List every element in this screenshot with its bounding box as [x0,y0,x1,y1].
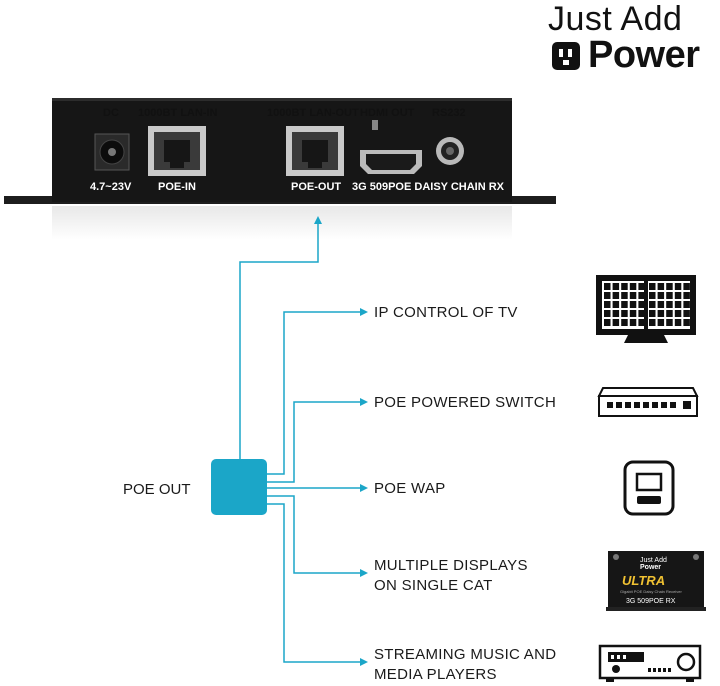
tv-grid-cell [649,310,656,317]
receiver-brand-line1: Just Add [640,557,667,564]
av-receiver-icon [598,644,702,682]
label-lan-out: 1000BT LAN-OUT [267,107,359,119]
tv-grid-cell [612,283,620,290]
tv-grid-cell [612,310,620,317]
label-dc: DC [103,107,119,119]
tv-grid-cell [604,283,611,290]
brand-line1: Just Add [548,0,683,38]
tv-grid-cell [649,292,656,299]
branch-arrowhead [360,308,368,316]
tv-grid-cell [666,283,673,290]
label-hdmi-out: HDMI OUT [360,107,415,119]
tv-grid-cell [666,319,673,326]
branch-line [267,503,360,663]
tv-icon [596,275,696,343]
tv-grid-cell [674,283,682,290]
tv-grid-cell [638,310,645,317]
receiver-brand-line2: Power [640,564,661,571]
power-plug-icon [552,42,580,70]
branch-arrowhead [360,398,368,406]
tv-grid-cell [604,310,611,317]
branch-arrowhead [360,484,368,492]
tv-grid-cell [604,319,611,326]
tv-grid-cell [657,310,665,317]
poe-out-hub [211,459,267,515]
tv-grid-cell [621,319,628,326]
branch-label: STREAMING MUSIC AND [374,646,556,663]
receiver-front-panel: DC 1000BT LAN-IN 1000BT LAN-OUT HDMI OUT… [4,98,556,240]
receiver-product: ULTRA [622,573,665,588]
hub-label: POE OUT [123,481,191,498]
tv-grid-cell [629,319,637,326]
branch-line [267,495,360,574]
tv-grid-cell [666,301,673,308]
tv-grid-cell [629,283,637,290]
branch-label: POE POWERED SWITCH [374,394,556,411]
branch-label: MEDIA PLAYERS [374,666,497,683]
tv-grid-cell [649,283,656,290]
tv-grid-cell [666,292,673,299]
brand-line2: Power [588,34,700,76]
tv-grid-cell [638,283,645,290]
label-rs232: RS232 [432,107,466,119]
tv-grid-cell [604,301,611,308]
tv-grid-cell [612,319,620,326]
branch-labels: IP CONTROL OF TV POE POWERED SWITCH POE WA… [374,304,556,683]
tv-grid-cell [649,301,656,308]
tv-grid-cell [674,310,682,317]
label-poe-in: POE-IN [158,181,196,193]
tv-grid-cell [612,292,620,299]
branch-line [267,311,360,475]
network-switch-icon [597,387,699,417]
tv-grid-cell [638,319,645,326]
tv-grid-cell [683,292,690,299]
tv-grid-cell [621,310,628,317]
receiver-subtitle: Gigabit POE Daisy Chain Receiver [620,589,682,594]
branch-arrowhead [360,569,368,577]
connection-lines [239,216,322,462]
tv-grid-cell [674,292,682,299]
tv-grid-cell [657,292,665,299]
tv-grid-cell [604,292,611,299]
branch-arrowhead [360,658,368,666]
branch-label: ON SINGLE CAT [374,577,493,594]
tv-grid-cell [629,292,637,299]
branch-line [267,401,360,483]
tv-grid-cell [629,301,637,308]
tv-grid-cell [621,292,628,299]
tv-grid-cell [683,319,690,326]
receiver-device-icon: Just Add Power ULTRA Gigabit POE Daisy C… [606,551,706,611]
tv-grid-cell [657,319,665,326]
tv-grid-cell [683,283,690,290]
led-indicator [372,120,378,130]
branch-label: POE WAP [374,480,446,497]
tv-grid-cell [666,310,673,317]
label-model: 3G 509POE DAISY CHAIN RX [352,181,505,193]
tv-grid-cell [649,319,656,326]
tv-grid-cell [612,301,620,308]
branch-lines [267,308,368,666]
tv-grid-cell [638,292,645,299]
tv-grid-cell [638,301,645,308]
tv-grid-cell [621,301,628,308]
tv-grid-cell [683,301,690,308]
port-arrowhead [314,216,322,224]
wireless-access-point-icon [623,460,675,516]
tv-grid-cell [657,283,665,290]
tv-grid-cell [674,319,682,326]
branch-label: MULTIPLE DISPLAYS [374,557,528,574]
tv-grid-cell [674,301,682,308]
tv-grid-cell [621,283,628,290]
label-poe-out: POE-OUT [291,181,341,193]
hub-to-port-line [239,222,319,462]
branch-label: IP CONTROL OF TV [374,304,518,321]
label-voltage: 4.7~23V [90,181,132,193]
tv-grid-cell [657,301,665,308]
tv-grid-cell [629,310,637,317]
tv-grid-cell [683,310,690,317]
receiver-model: 3G 509POE RX [626,598,676,605]
label-lan-in: 1000BT LAN-IN [138,107,218,119]
